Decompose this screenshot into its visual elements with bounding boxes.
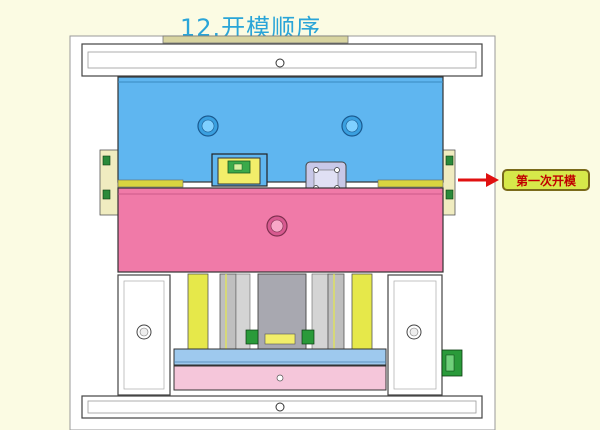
parting-strip-right xyxy=(377,179,444,188)
ejector-plate xyxy=(173,348,387,366)
fixed-plate-hole-left-inner xyxy=(201,119,215,133)
guide-rod-3 xyxy=(311,273,329,351)
guide-rod-4 xyxy=(327,273,345,351)
support-left-screw-inner xyxy=(139,327,149,337)
side-bolt-right-bottom xyxy=(445,189,454,200)
ejector-yellow xyxy=(264,333,296,345)
fixed-plate xyxy=(117,76,444,183)
parting-strip-left xyxy=(117,179,184,188)
top-clamp-screw-icon xyxy=(275,58,285,68)
support-block-right-inner xyxy=(393,280,437,390)
support-block-left-inner xyxy=(123,280,165,390)
first-opening-callout: 第一次开模 xyxy=(502,169,590,191)
ejector-green-left xyxy=(245,329,259,345)
ejector-green-right xyxy=(301,329,315,345)
guide-rod-1 xyxy=(219,273,237,351)
bottom-clamp-screw-icon xyxy=(275,402,285,412)
moving-plate-hole-inner xyxy=(270,219,284,233)
bottom-clamp-plate-inner xyxy=(87,400,477,414)
ejector-retainer-screw-icon xyxy=(276,374,284,382)
link-clamp-screw-icon xyxy=(313,167,319,173)
fixed-plate-hole-right-inner xyxy=(345,119,359,133)
link-clamp-screw-icon xyxy=(334,167,340,173)
link-clamp-inner xyxy=(313,169,339,189)
side-bolt-right-top xyxy=(445,155,454,166)
latch-pin xyxy=(233,163,243,171)
top-guide-bar xyxy=(162,35,349,44)
top-clamp-plate-inner xyxy=(87,51,477,69)
support-right-screw-inner xyxy=(409,327,419,337)
side-bolt-left-top xyxy=(102,155,111,166)
support-pillar-2 xyxy=(351,273,373,351)
side-bolt-left-bottom xyxy=(102,189,111,200)
support-pillar-1 xyxy=(187,273,209,351)
arrow-head-icon xyxy=(486,173,499,187)
side-fitting-right-inner xyxy=(445,354,455,372)
